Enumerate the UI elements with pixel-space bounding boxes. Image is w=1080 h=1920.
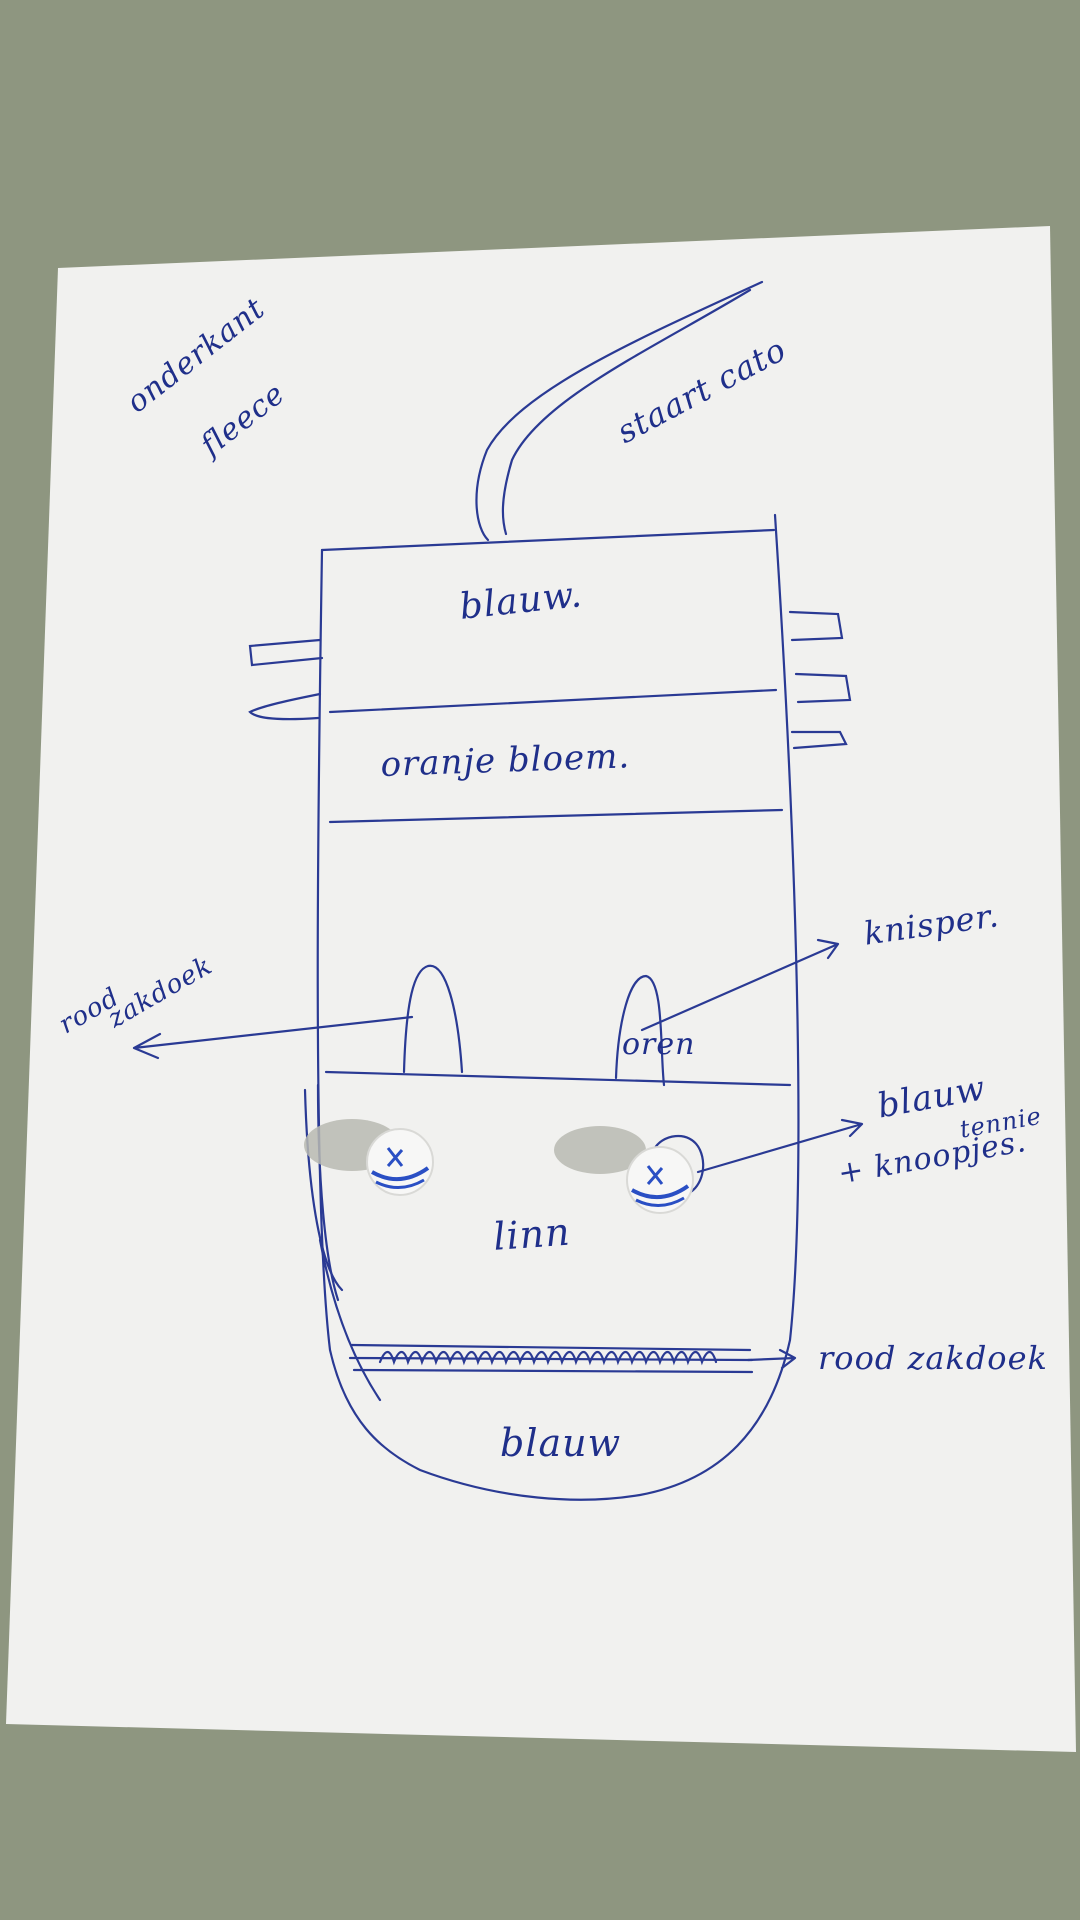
arrow-blauw bbox=[696, 1118, 864, 1174]
ear-left bbox=[402, 964, 464, 1074]
ruffle-line-2 bbox=[348, 1356, 754, 1362]
note-handkerchief-right: rood zakdoek bbox=[818, 1339, 1048, 1377]
arrow-rood-zakdoek bbox=[746, 1348, 797, 1370]
button-outline-right bbox=[652, 1134, 705, 1196]
label-band-bottom: blauw bbox=[500, 1421, 622, 1465]
right-tab-2 bbox=[794, 672, 852, 704]
button-right bbox=[626, 1146, 694, 1214]
tail-line-outer bbox=[475, 280, 764, 542]
ruffle-line-1 bbox=[350, 1343, 752, 1352]
body-left-line-3 bbox=[318, 1238, 382, 1402]
arrow-left-zakdoek bbox=[132, 1015, 414, 1060]
right-tab-3 bbox=[790, 730, 848, 750]
label-ears: oren bbox=[622, 1027, 696, 1062]
ear-right bbox=[614, 974, 666, 1087]
ruffle-scallops bbox=[378, 1350, 718, 1366]
button-left bbox=[366, 1128, 434, 1196]
divider-2 bbox=[328, 808, 784, 824]
body-top-edge bbox=[320, 528, 776, 552]
arrow-knisper bbox=[640, 938, 840, 1032]
body-left-line-2 bbox=[303, 1088, 344, 1292]
divider-1 bbox=[328, 688, 778, 714]
tail-line-inner bbox=[501, 288, 752, 536]
divider-3 bbox=[324, 1070, 792, 1087]
left-tab-2 bbox=[248, 692, 322, 721]
label-band-orange: oranje bloem. bbox=[379, 736, 631, 785]
pen-lines bbox=[132, 280, 864, 1501]
right-tab-1 bbox=[788, 610, 844, 642]
body-left-line-1 bbox=[316, 1083, 340, 1302]
paper-sheet bbox=[6, 226, 1076, 1752]
ruffle-line-3 bbox=[352, 1368, 754, 1374]
label-linen: linn bbox=[491, 1209, 572, 1259]
button-shadow-right bbox=[554, 1126, 646, 1174]
left-tab-1 bbox=[248, 638, 324, 667]
